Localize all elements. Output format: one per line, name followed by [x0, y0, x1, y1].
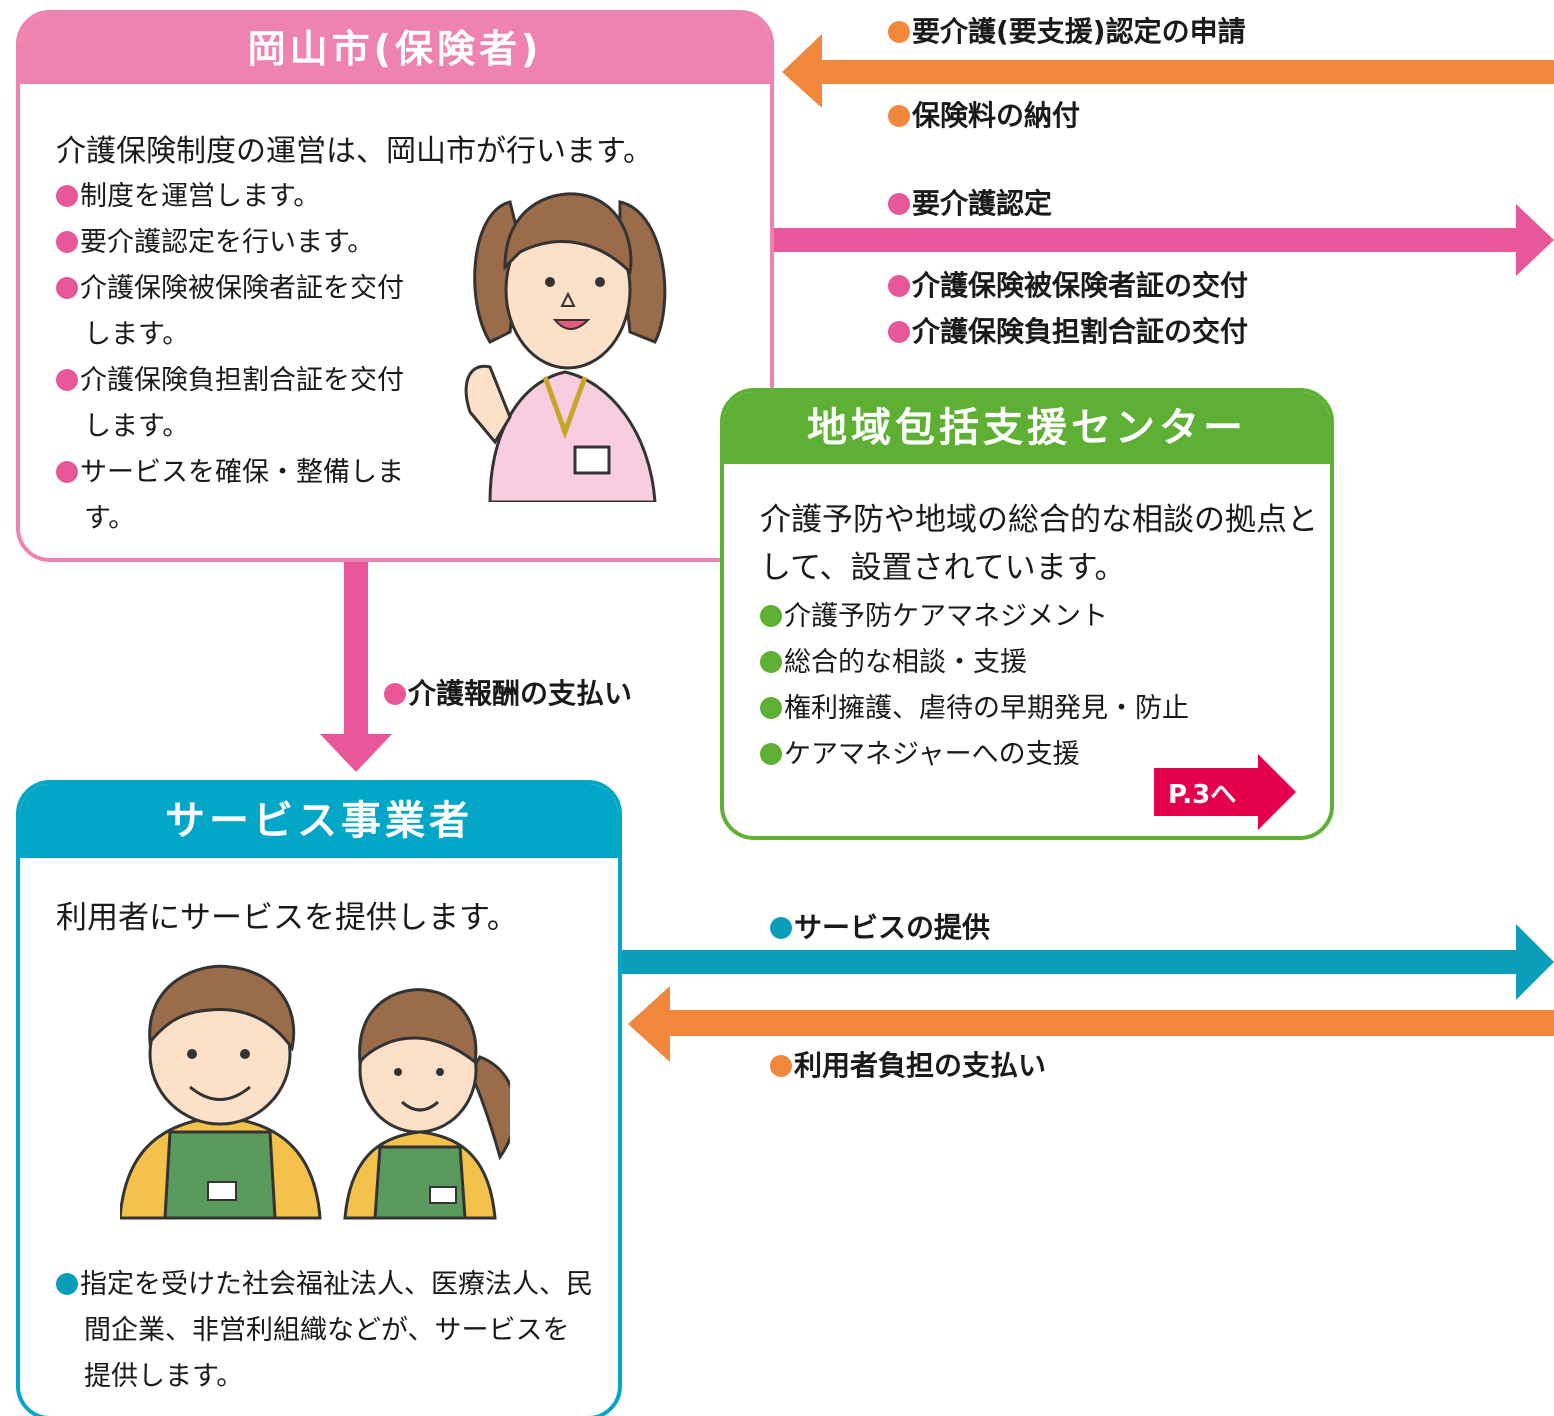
service-provider-lead: 利用者にサービスを提供します。 — [56, 900, 518, 936]
service-provider-title: サービス事業者 — [20, 784, 618, 858]
pink-bullet-icon — [56, 185, 78, 207]
list-item: ケアマネジャーへの支援 — [760, 732, 1189, 778]
list-item: 介護保険負担割合証を交付します。 — [56, 358, 426, 450]
insurer-title: 岡山市(保険者) — [20, 14, 770, 84]
flow-label-copay: 利用者負担の支払い — [770, 1044, 1046, 1084]
city-staff-illustration — [464, 192, 667, 502]
service-provider-box: サービス事業者 利用者にサービスを提供します。 指定を受けた社会福祉法人、医療法… — [16, 780, 622, 1416]
list-item: 権利擁護、虐待の早期発見・防止 — [760, 686, 1189, 732]
copay-arrow — [628, 986, 1554, 1062]
arrow-right-icon — [1154, 754, 1296, 830]
list-item: 制度を運営します。 — [56, 174, 426, 220]
green-bullet-icon — [760, 651, 782, 673]
service-arrow — [622, 924, 1554, 1000]
list-item: 総合的な相談・支援 — [760, 640, 1189, 686]
flow-label-burden-card: 介護保険負担割合証の交付 — [888, 310, 1248, 350]
teal-bullet-icon — [770, 917, 792, 939]
pink-bullet-icon — [888, 321, 910, 343]
page-3-link[interactable]: P.3へ — [1154, 754, 1296, 830]
teal-bullet-icon — [56, 1273, 78, 1295]
pink-bullet-icon — [888, 275, 910, 297]
flow-label-premium: 保険料の納付 — [888, 94, 1080, 134]
insurer-box: 岡山市(保険者) 介護保険制度の運営は、岡山市が行います。 制度を運営します。 … — [16, 10, 774, 562]
green-bullet-icon — [760, 605, 782, 627]
fee-payment-arrow — [320, 562, 392, 772]
orange-bullet-icon — [888, 21, 910, 43]
pink-bullet-icon — [56, 231, 78, 253]
flow-label-fee-payment: 介護報酬の支払い — [384, 672, 632, 712]
support-center-title: 地域包括支援センター — [724, 392, 1330, 464]
green-bullet-icon — [760, 697, 782, 719]
green-bullet-icon — [760, 743, 782, 765]
list-item: 介護保険被保険者証を交付します。 — [56, 266, 426, 358]
support-center-role-list: 介護予防ケアマネジメント 総合的な相談・支援 権利擁護、虐待の早期発見・防止 ケ… — [760, 594, 1189, 778]
pink-bullet-icon — [56, 461, 78, 483]
flow-label-insured-card: 介護保険被保険者証の交付 — [888, 264, 1248, 304]
service-provider-note: 指定を受けた社会福祉法人、医療法人、民間企業、非営利組織などが、サービスを提供し… — [56, 1262, 596, 1400]
provider-staff-illustration — [120, 964, 510, 1220]
flow-label-application: 要介護(要支援)認定の申請 — [888, 10, 1246, 50]
certification-arrow — [774, 204, 1554, 276]
orange-bullet-icon — [770, 1055, 792, 1077]
flow-label-service: サービスの提供 — [770, 906, 990, 946]
application-arrow — [782, 34, 1554, 108]
list-item: 介護予防ケアマネジメント — [760, 594, 1189, 640]
flow-label-certification: 要介護認定 — [888, 182, 1052, 222]
support-center-lead: 介護予防や地域の総合的な相談の拠点として、設置されています。 — [760, 502, 1318, 586]
pink-bullet-icon — [56, 369, 78, 391]
list-item: サービスを確保・整備します。 — [56, 450, 404, 542]
insurer-role-list: 制度を運営します。 要介護認定を行います。 介護保険被保険者証を交付します。 介… — [56, 174, 426, 542]
list-item: 要介護認定を行います。 — [56, 220, 426, 266]
pink-bullet-icon — [384, 683, 406, 705]
orange-bullet-icon — [888, 105, 910, 127]
support-center-box: 地域包括支援センター 介護予防や地域の総合的な相談の拠点として、設置されています… — [720, 388, 1334, 840]
pink-bullet-icon — [888, 193, 910, 215]
pink-bullet-icon — [56, 277, 78, 299]
insurer-lead: 介護保険制度の運営は、岡山市が行います。 — [56, 134, 653, 169]
